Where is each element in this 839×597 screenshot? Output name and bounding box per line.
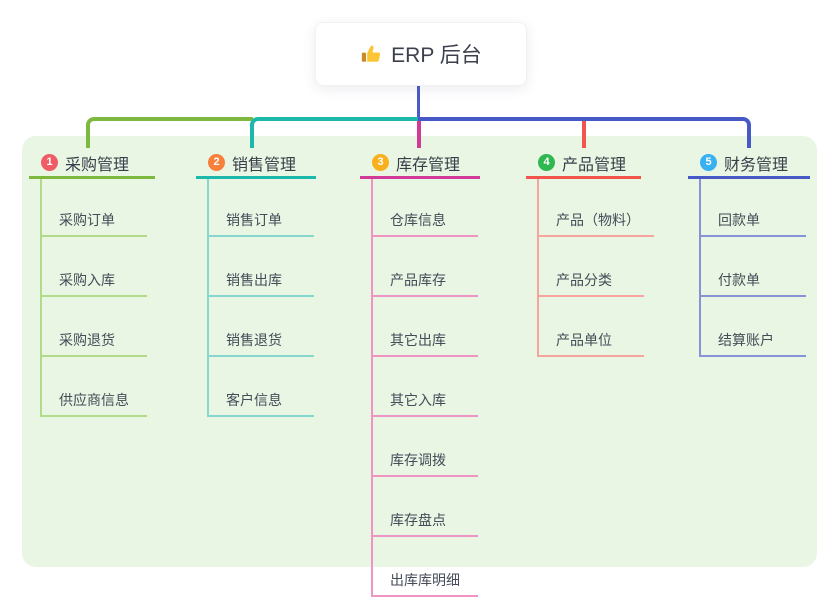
branch-number-badge: 5 <box>700 153 717 171</box>
branch-number-badge: 4 <box>538 153 555 171</box>
connector-branch-5 <box>418 117 751 148</box>
connector-branch-1 <box>86 117 253 148</box>
branch-number-badge: 3 <box>372 153 389 171</box>
child-node-label: 采购入库 <box>59 272 115 288</box>
child-node[interactable]: 回款单 <box>701 179 806 237</box>
branch-5: 5 财务管理 回款单付款单结算账户 <box>688 150 810 357</box>
child-node-label: 结算账户 <box>718 332 774 348</box>
child-node-label: 出库库明细 <box>390 572 460 588</box>
branch-title-label: 库存管理 <box>396 157 461 174</box>
branch-title-node[interactable]: 1 采购管理 <box>29 150 155 179</box>
branch-title-label: 销售管理 <box>232 157 297 174</box>
branch-title-label: 财务管理 <box>724 157 789 174</box>
child-node-label: 回款单 <box>718 212 760 228</box>
child-node-label: 销售订单 <box>226 212 282 228</box>
branch-children: 回款单付款单结算账户 <box>699 179 810 357</box>
child-node[interactable]: 产品库存 <box>373 237 478 297</box>
child-node-label: 其它出库 <box>390 332 446 348</box>
branch-children: 采购订单采购入库采购退货供应商信息 <box>40 179 155 417</box>
branch-title-node[interactable]: 3 库存管理 <box>360 150 480 179</box>
branch-title-label: 产品管理 <box>562 157 627 174</box>
connector-branch-2 <box>250 117 420 148</box>
thumbs-up-icon <box>360 43 382 65</box>
branch-title-node[interactable]: 5 财务管理 <box>688 150 810 179</box>
branch-children: 产品（物料） 产品分类产品单位 <box>537 179 654 357</box>
child-node-label: 产品（物料） <box>556 212 640 228</box>
root-stem-line <box>417 84 420 118</box>
child-node-label: 采购退货 <box>59 332 115 348</box>
child-node-label: 付款单 <box>718 272 760 288</box>
child-node[interactable]: 仓库信息 <box>373 179 478 237</box>
child-node[interactable]: 产品分类 <box>539 237 644 297</box>
child-node-label: 采购订单 <box>59 212 115 228</box>
child-node[interactable]: 销售订单 <box>209 179 314 237</box>
child-node[interactable]: 其它出库 <box>373 297 478 357</box>
child-node-label: 库存盘点 <box>390 512 446 528</box>
branch-title-node[interactable]: 2 销售管理 <box>196 150 316 179</box>
branches-panel <box>22 136 817 567</box>
child-node-label: 销售退货 <box>226 332 282 348</box>
branch-children: 销售订单销售出库销售退货客户信息 <box>207 179 316 417</box>
child-node[interactable]: 其它入库 <box>373 357 478 417</box>
child-node[interactable]: 销售退货 <box>209 297 314 357</box>
branch-number-badge: 2 <box>208 153 225 171</box>
child-node-label: 其它入库 <box>390 392 446 408</box>
child-node[interactable]: 客户信息 <box>209 357 314 417</box>
child-node-label: 产品单位 <box>556 332 612 348</box>
child-node[interactable]: 供应商信息 <box>42 357 147 417</box>
branch-title-node[interactable]: 4 产品管理 <box>526 150 641 179</box>
child-node[interactable]: 结算账户 <box>701 297 806 357</box>
child-node[interactable]: 采购退货 <box>42 297 147 357</box>
child-node[interactable]: 采购入库 <box>42 237 147 297</box>
child-node-label: 客户信息 <box>226 392 282 408</box>
branch-4: 4 产品管理 产品（物料） 产品分类产品单位 <box>526 150 654 357</box>
connector-branch-4 <box>582 121 586 148</box>
branch-2: 2 销售管理 销售订单销售出库销售退货客户信息 <box>196 150 316 417</box>
child-node[interactable]: 产品单位 <box>539 297 644 357</box>
child-node[interactable]: 库存调拨 <box>373 417 478 477</box>
child-node-label: 产品分类 <box>556 272 612 288</box>
child-node-label: 供应商信息 <box>59 392 129 408</box>
branch-1: 1 采购管理 采购订单采购入库采购退货供应商信息 <box>29 150 155 417</box>
child-node-label: 仓库信息 <box>390 212 446 228</box>
child-node-label: 销售出库 <box>226 272 282 288</box>
root-node-label: ERP 后台 <box>391 44 482 67</box>
child-node[interactable]: 付款单 <box>701 237 806 297</box>
child-node[interactable]: 出库库明细 <box>373 537 478 597</box>
child-node[interactable]: 销售出库 <box>209 237 314 297</box>
child-node-label: 库存调拨 <box>390 452 446 468</box>
child-node[interactable]: 库存盘点 <box>373 477 478 537</box>
branch-number-badge: 1 <box>41 153 58 171</box>
child-node[interactable]: 产品（物料） <box>539 179 654 237</box>
child-node[interactable]: 采购订单 <box>42 179 147 237</box>
connector-branch-3 <box>417 121 421 148</box>
branch-3: 3 库存管理 仓库信息产品库存其它出库其它入库库存调拨库存盘点出库库明细 <box>360 150 480 597</box>
root-node[interactable]: ERP 后台 <box>315 22 527 86</box>
branch-title-label: 采购管理 <box>65 157 130 174</box>
branch-children: 仓库信息产品库存其它出库其它入库库存调拨库存盘点出库库明细 <box>371 179 480 597</box>
child-node-label: 产品库存 <box>390 272 446 288</box>
